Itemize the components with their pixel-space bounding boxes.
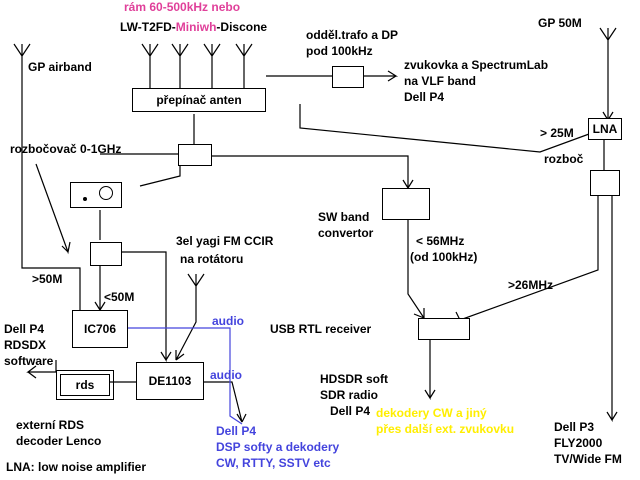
sw-band-label-1: SW band — [318, 210, 370, 224]
wire-swconv-rtl — [407, 220, 426, 320]
usb-rtl-label: USB RTL receiver — [270, 322, 372, 336]
dsp-label-3: CW, RTTY, SSTV etc — [216, 456, 331, 470]
yagi-label-1: 3el yagi FM CCIR — [176, 234, 274, 248]
wire-trafo-soundcard — [364, 70, 399, 82]
splitter-box — [178, 144, 212, 166]
hdsdr-label-3: Dell P4 — [330, 404, 371, 418]
dell-p3-label-3: TV/Wide FM — [554, 452, 622, 466]
ext-rds-label-2: decoder Lenco — [16, 434, 102, 448]
de1103-label: DE1103 — [148, 374, 192, 388]
title-part-a: LW-T2FD- — [120, 20, 176, 34]
antenna-1 — [141, 43, 159, 88]
rds-box[interactable]: rds — [60, 374, 110, 396]
wire-split2-rtl — [455, 196, 599, 321]
antenna-switch-box[interactable]: přepínač anten — [132, 88, 266, 112]
soundcard-label-3: Dell P4 — [404, 90, 445, 104]
audio-label-1: audio — [212, 314, 244, 328]
wire-de1103-dsp — [204, 381, 247, 423]
dsp-label-2: DSP softy a dekodery — [216, 440, 340, 454]
hdsdr-label-2: SDR radio — [320, 388, 379, 402]
wire-dellp4-arrow — [26, 360, 57, 379]
yagi-antenna — [175, 273, 205, 361]
title-line1: rám 60-500kHz nebo — [124, 0, 241, 14]
wire-rtl-decoders — [424, 340, 436, 401]
gp50m-label: GP 50M — [538, 16, 582, 30]
hdsdr-label-1: HDSDR soft — [320, 372, 388, 386]
dell-p3-label-2: FLY2000 — [554, 436, 603, 450]
gt25m-label: > 25M — [540, 126, 574, 140]
wire-splitter-preselector — [139, 166, 181, 187]
gp50m-antenna — [599, 27, 617, 123]
lt56-label-1: < 56MHz — [416, 234, 465, 248]
gt26mhz-label: >26MHz — [508, 278, 554, 292]
rds-label: rds — [75, 378, 95, 392]
small-switch-box — [90, 242, 122, 266]
gp-airband-label: GP airband — [28, 60, 92, 74]
sw-band-label-2: convertor — [318, 226, 374, 240]
lna-box: LNA — [588, 118, 622, 140]
wire-splitter-swconv — [212, 155, 414, 191]
gt50m-label: >50M — [32, 272, 63, 286]
wire-ic706-audio — [128, 327, 243, 425]
splitter2-box — [590, 170, 620, 196]
dell-p4-left-2: RDSDX — [4, 338, 47, 352]
ic706-label: IC706 — [83, 322, 117, 336]
rozboc-label: rozboč — [544, 152, 584, 166]
trafo-box — [332, 66, 364, 88]
wire-split2-p3 — [606, 196, 618, 423]
lt50m-label: <50M — [104, 290, 135, 304]
antenna-switch-label: přepínač anten — [156, 93, 242, 107]
decoders-label-2: přes další ext. zvukovku — [376, 422, 515, 436]
yagi-label-2: na rotátoru — [180, 252, 244, 266]
preselector-dot-icon — [83, 197, 87, 201]
soundcard-label-1: zvukovka a SpectrumLab — [404, 58, 549, 72]
antenna-4 — [235, 43, 253, 88]
trafo-label-2: pod 100kHz — [306, 44, 373, 58]
title-line2: LW-T2FD-Miniwh-Discone — [120, 20, 267, 34]
wire-switch-de1103 — [122, 251, 172, 363]
rds-outer-frame — [56, 370, 114, 400]
sw-convertor-box — [382, 188, 430, 220]
rozbocovac-label: rozbočovač 0-1GHz — [10, 142, 122, 156]
de1103-box[interactable]: DE1103 — [136, 362, 204, 400]
rtl-box — [418, 318, 470, 340]
lna-label: LNA — [592, 122, 618, 136]
preselector-box — [70, 182, 122, 208]
dell-p4-left-1: Dell P4 — [4, 322, 45, 336]
lna-note: LNA: low noise amplifier — [6, 460, 147, 474]
wire-switch-lna — [299, 104, 601, 153]
dsp-label-1: Dell P4 — [216, 424, 257, 438]
audio-label-2: audio — [210, 368, 242, 382]
antenna-2 — [171, 43, 189, 88]
ext-rds-label-1: externí RDS — [16, 418, 85, 432]
preselector-knob-icon — [99, 186, 113, 200]
decoders-label-1: dekodery CW a jiný — [376, 406, 487, 420]
lt56-label-2: (od 100kHz) — [410, 250, 478, 264]
dell-p3-label-1: Dell P3 — [554, 420, 595, 434]
ic706-box[interactable]: IC706 — [72, 310, 128, 348]
soundcard-label-2: na VLF band — [404, 74, 476, 88]
trafo-label-1: odděl.trafo a DP — [306, 28, 399, 42]
gp-airband-antenna — [13, 43, 81, 310]
wire-label-arrow — [35, 163, 71, 255]
antenna-3 — [203, 43, 221, 88]
title-part-b: Miniwh — [175, 20, 217, 34]
dell-p4-left-3: software — [4, 354, 54, 368]
title-part-c: -Discone — [216, 20, 268, 34]
